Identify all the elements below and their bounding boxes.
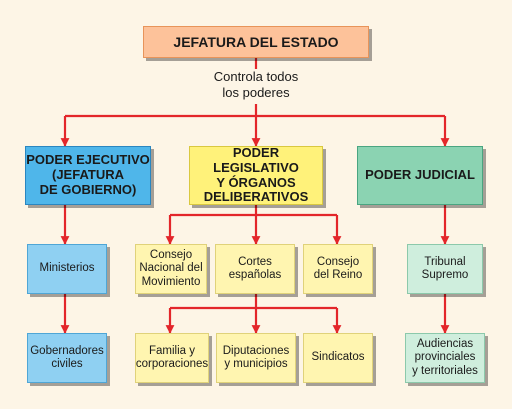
- cortes-box: Cortes españolas: [215, 244, 295, 294]
- root-label: JEFATURA DEL ESTADO: [173, 33, 339, 50]
- sindicatos-box: Sindicatos: [303, 333, 373, 383]
- consejo-reino-label: Consejo del Reino: [313, 255, 363, 281]
- ministerios-box: Ministerios: [27, 244, 107, 294]
- judicial-box: PODER JUDICIAL: [357, 146, 483, 205]
- executive-box: PODER EJECUTIVO (JEFATURA DE GOBIERNO): [25, 146, 151, 205]
- gobernadores-box: Gobernadores civiles: [27, 333, 107, 383]
- root-box: JEFATURA DEL ESTADO: [143, 26, 369, 58]
- audiencias-label: Audiencias provinciales y territoriales: [412, 338, 478, 377]
- control-label: Controla todos los poderes: [213, 69, 299, 101]
- diputaciones-box: Diputaciones y municipios: [216, 333, 296, 383]
- legislative-label: PODER LEGISLATIVO Y ÓRGANOS DELIBERATIVO…: [203, 144, 309, 205]
- familia-label: Familia y corporaciones: [135, 344, 209, 370]
- audiencias-box: Audiencias provinciales y territoriales: [405, 333, 485, 383]
- ministerios-label: Ministerios: [39, 262, 95, 275]
- consejo-reino-box: Consejo del Reino: [303, 244, 373, 294]
- gobernadores-label: Gobernadores civiles: [30, 344, 104, 370]
- diputaciones-label: Diputaciones y municipios: [222, 344, 290, 370]
- sindicatos-label: Sindicatos: [311, 351, 365, 364]
- executive-label: PODER EJECUTIVO (JEFATURA DE GOBIERNO): [26, 152, 150, 197]
- cortes-label: Cortes españolas: [228, 255, 282, 281]
- tribunal-label: Tribunal Supremo: [421, 255, 469, 281]
- consejo-nacional-label: Consejo Nacional del Movimiento: [139, 249, 203, 288]
- tribunal-box: Tribunal Supremo: [407, 244, 483, 294]
- judicial-label: PODER JUDICIAL: [365, 167, 475, 183]
- consejo-nacional-box: Consejo Nacional del Movimiento: [135, 244, 207, 294]
- familia-box: Familia y corporaciones: [135, 333, 209, 383]
- legislative-box: PODER LEGISLATIVO Y ÓRGANOS DELIBERATIVO…: [189, 144, 323, 205]
